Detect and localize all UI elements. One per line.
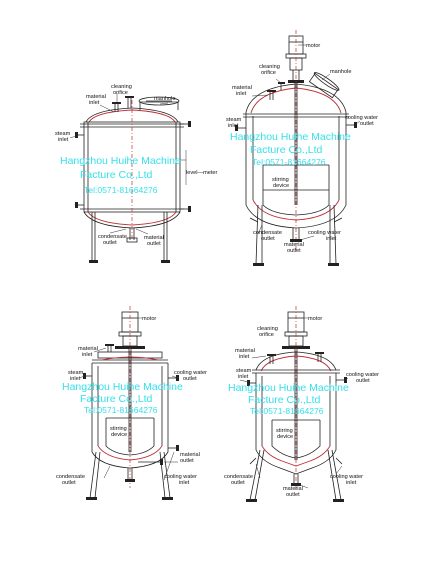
- tank-2-label-material-inlet-2: inlet: [236, 91, 247, 97]
- tank-3-body: [79, 306, 179, 500]
- tank-3-watermark-line-1: Hangzhou Huihe Machine: [62, 381, 183, 393]
- tank-1-label-condensate-outlet-1: condensate: [98, 234, 127, 240]
- tank-1-label-level-meter: level—meter: [186, 170, 218, 176]
- tank-2-watermark-line-2: Facture Co.,Ltd: [250, 144, 323, 156]
- tank-4-body: [239, 306, 349, 502]
- tank-3-label-material-outlet-2: outlet: [180, 458, 194, 464]
- tank-1-watermark-line-3: Tel:0571-81664276: [84, 185, 158, 195]
- tank-4-label-cooling-water-outlet-2: outlet: [356, 378, 370, 384]
- tank-4-label-material-inlet-2: inlet: [239, 354, 250, 360]
- tank-2-label-material-inlet-1: material: [232, 85, 252, 91]
- tank-2-label-manhole: manhole: [330, 69, 351, 75]
- tank-1-watermark-line-1: Hangzhou Huihe Machine: [60, 155, 181, 167]
- tank-2-figure: motor cleaning orifice manhole material …: [226, 30, 378, 266]
- tank-3-label-condensate-outlet-2: outlet: [62, 480, 76, 486]
- tank-1-label-steam-inlet-2: inlet: [58, 137, 69, 143]
- tank-1-label-manhole: manhole: [154, 96, 175, 102]
- tank-3-label-condensate-outlet-1: condensate: [56, 474, 85, 480]
- tank-3-figure: motor material inlet steam inlet cooling…: [56, 306, 207, 500]
- tank-3-labels: motor material inlet steam inlet cooling…: [56, 316, 207, 486]
- tank-4-label-cleaning-orifice-2: orifice: [259, 332, 274, 338]
- tank-3-label-stirring-device-1: stirring: [110, 426, 127, 432]
- tank-4-figure: motor cleaning orifice material inlet st…: [224, 306, 379, 502]
- tank-2-label-condensate-outlet-1: condensate: [253, 230, 282, 236]
- tank-2-labels: motor cleaning orifice manhole material …: [226, 43, 378, 254]
- tank-1-body: [69, 93, 191, 263]
- tank-1-watermark: Hangzhou Huihe Machine Facture Co.,Ltd T…: [60, 155, 181, 195]
- tank-3-watermark: Hangzhou Huihe Machine Facture Co.,Ltd T…: [62, 381, 183, 415]
- tank-2-label-material-outlet-1: material: [284, 242, 304, 248]
- tank-2-watermark-line-1: Hangzhou Huihe Machine: [230, 131, 351, 143]
- tank-4-label-cooling-water-inlet-2: inlet: [346, 480, 357, 486]
- tank-4-label-condensate-outlet-1: condensate: [224, 474, 253, 480]
- tank-4-label-cleaning-orifice-1: cleaning: [257, 326, 278, 332]
- tank-3-label-cooling-water-outlet-1: cooling water: [174, 370, 207, 376]
- tank-1-watermark-line-2: Facture Co.,Ltd: [80, 169, 153, 181]
- tank-2-label-cleaning-orifice-1: cleaning: [259, 64, 280, 70]
- tank-1-label-material-outlet-1: material: [144, 235, 164, 241]
- tank-1-label-condensate-outlet-2: outlet: [103, 240, 117, 246]
- tank-2-watermark-line-3: Tel:0571-81664276: [252, 157, 326, 167]
- tank-2-watermark: Hangzhou Huihe Machine Facture Co.,Ltd T…: [230, 131, 351, 167]
- tank-1-label-material-outlet-2: outlet: [147, 241, 161, 247]
- tank-4-label-cooling-water-outlet-1: cooling water: [346, 372, 379, 378]
- tank-4-label-condensate-outlet-2: outlet: [231, 480, 245, 486]
- tank-3-label-material-outlet-1: material: [180, 452, 200, 458]
- tank-3-label-steam-inlet-2: inlet: [70, 376, 81, 382]
- tank-4-label-material-outlet-2: outlet: [286, 492, 300, 498]
- tank-2-label-steam-inlet-1: steam: [226, 117, 242, 123]
- tank-2-label-cooling-water-outlet-1: cooling water: [345, 115, 378, 121]
- tank-2-label-cooling-water-inlet-2: inlet: [326, 236, 337, 242]
- tank-2-label-stirring-device-2: device: [273, 183, 289, 189]
- tank-3-label-material-inlet-1: material: [78, 346, 98, 352]
- tank-2-body: [235, 30, 361, 266]
- tank-3-label-cooling-water-inlet-2: inlet: [179, 480, 190, 486]
- tank-4-label-steam-inlet-2: inlet: [238, 374, 249, 380]
- tank-1-label-cleaning-orifice-2: orifice: [113, 90, 128, 96]
- tank-1-label-cleaning-orifice-1: cleaning: [111, 84, 132, 90]
- tank-1-label-material-inlet-2: inlet: [89, 100, 100, 106]
- tank-2-label-material-outlet-2: outlet: [287, 248, 301, 254]
- tank-3-watermark-line-3: Tel:0571-81664276: [84, 405, 158, 415]
- tank-4-watermark-line-3: Tel:0571-81664276: [250, 406, 324, 416]
- tank-3-label-steam-inlet-1: steam: [68, 370, 84, 376]
- tank-3-label-stirring-device-2: device: [111, 432, 127, 438]
- tank-1-figure: cleaning orifice material inlet manhole …: [55, 84, 218, 263]
- tank-4-watermark-line-2: Facture Co.,Ltd: [248, 394, 321, 406]
- tank-1-label-material-inlet-1: material: [86, 94, 106, 100]
- tank-3-label-cooling-water-inlet-1: cooling water: [164, 474, 197, 480]
- tank-4-label-stirring-device-1: stirring: [276, 428, 293, 434]
- tank-4-label-stirring-device-2: device: [277, 434, 293, 440]
- tank-2-label-cooling-water-outlet-2: outlet: [360, 121, 374, 127]
- tank-3-label-material-inlet-2: inlet: [82, 352, 93, 358]
- tank-4-labels: motor cleaning orifice material inlet st…: [224, 316, 379, 498]
- tank-2-label-cooling-water-inlet-1: cooling water: [308, 230, 341, 236]
- tank-2-label-condensate-outlet-2: outlet: [261, 236, 275, 242]
- tank-4-watermark-line-1: Hangzhou Huihe Machine: [228, 382, 349, 394]
- tank-1-label-steam-inlet-1: steam: [55, 131, 71, 137]
- tank-2-label-motor: motor: [306, 43, 320, 49]
- tank-4-label-material-inlet-1: material: [235, 348, 255, 354]
- tank-4-watermark: Hangzhou Huihe Machine Facture Co.,Ltd T…: [228, 382, 349, 416]
- tank-4-label-motor: motor: [308, 316, 322, 322]
- tank-3-label-cooling-water-outlet-2: outlet: [183, 376, 197, 382]
- tank-1-labels: cleaning orifice material inlet manhole …: [55, 84, 218, 247]
- tank-4-label-cooling-water-inlet-1: cooling water: [330, 474, 363, 480]
- tank-3-watermark-line-2: Facture Co.,Ltd: [80, 393, 153, 405]
- tank-3-label-motor: motor: [142, 316, 156, 322]
- tank-4-label-material-outlet-1: material: [283, 486, 303, 492]
- tank-2-label-steam-inlet-2: inlet: [228, 123, 239, 129]
- tank-2-label-cleaning-orifice-2: orifice: [261, 70, 276, 76]
- tank-4-label-steam-inlet-1: steam: [236, 368, 252, 374]
- tank-2-label-stirring-device-1: stirring: [272, 177, 289, 183]
